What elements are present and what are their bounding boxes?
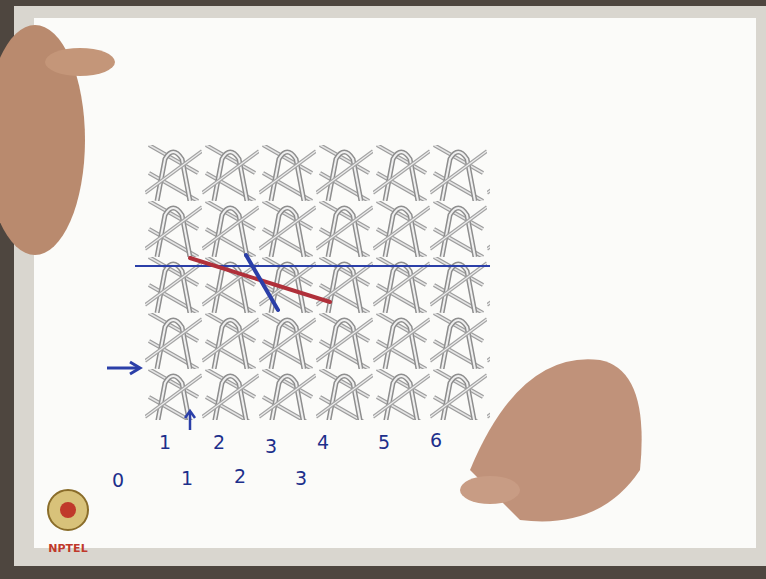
blue-stroke (246, 255, 278, 310)
index-number: 2 (213, 433, 225, 452)
nptel-logo (48, 490, 88, 530)
index-number: 3 (295, 469, 307, 488)
paper-sheet (34, 18, 756, 548)
paper-frame (14, 6, 766, 566)
wale-arrow (189, 413, 192, 430)
index-number: 1 (181, 469, 193, 488)
index-number: 1 (159, 433, 171, 452)
course-arrow (107, 367, 138, 370)
index-number: 6 (430, 431, 442, 450)
wale-arrowhead (185, 411, 195, 418)
finger-left (45, 48, 115, 76)
index-number: 3 (265, 437, 277, 456)
index-number: 5 (378, 433, 390, 452)
index-number: 4 (317, 433, 329, 452)
knit-loops (145, 145, 490, 420)
course-arrowhead (130, 362, 140, 374)
index-number: 0 (112, 471, 124, 490)
course-line (135, 265, 490, 267)
logo-text: NPTEL (48, 543, 87, 554)
index-number: 2 (234, 467, 246, 486)
finger-right (460, 476, 520, 504)
nptel-logo-core (60, 502, 76, 518)
